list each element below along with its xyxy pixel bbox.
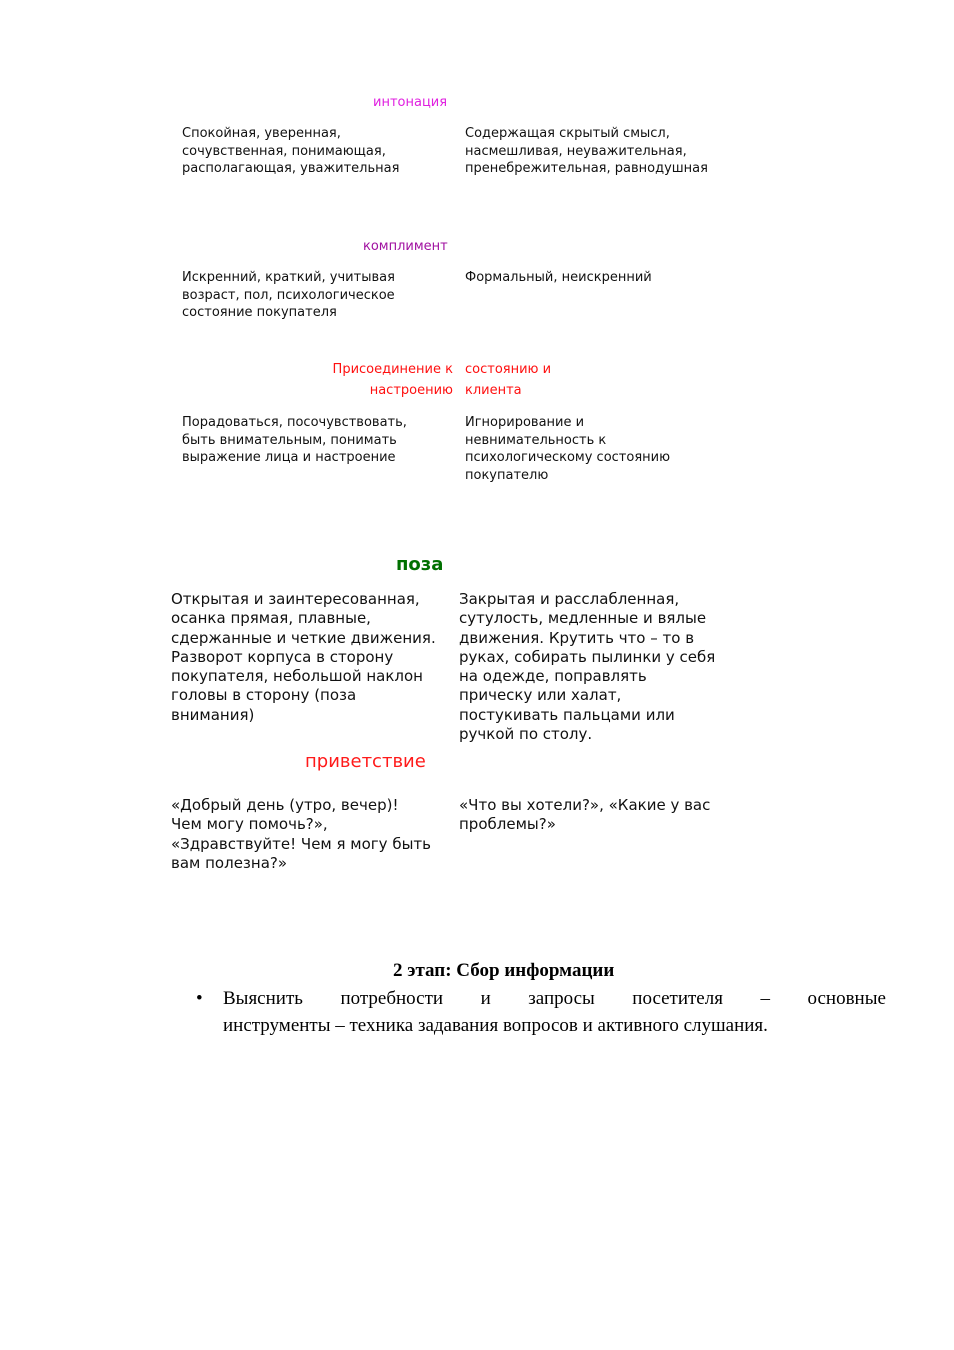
intonation-positive-text: Спокойная, уверенная, сочувственная, пон… [182, 126, 400, 176]
greeting-positive-text: «Добрый день (утро, вечер)! Чем могу пом… [171, 796, 431, 872]
bullet-marker: • [196, 988, 203, 1009]
pose-title: поза [396, 554, 444, 575]
intonation-title: интонация [373, 95, 448, 110]
word: потребности [340, 988, 444, 1009]
compliment-negative-text: Формальный, неискренний [465, 270, 652, 285]
attach-negative-text: Игнорирование и невнимательность к психо… [465, 415, 671, 483]
stage-bullet-line-2: инструменты – техника задавания вопросов… [223, 1015, 768, 1036]
word: посетителя [632, 988, 723, 1009]
attach-title-left-2: настроению [369, 383, 453, 398]
attach-positive-text: Порадоваться, посочувствовать, быть вним… [182, 415, 407, 465]
greeting-title: приветствие [305, 751, 426, 772]
pose-positive-text: Открытая и заинтересованная, осанка прям… [171, 590, 436, 724]
intonation-negative-text: Содержащая скрытый смысл, насмешливая, н… [465, 126, 708, 176]
stage-heading: 2 этап: Сбор информации [393, 960, 615, 981]
pose-negative-text: Закрытая и расслабленная, сутулость, мед… [459, 590, 716, 744]
word: – [760, 988, 770, 1009]
compliment-positive-text: Искренний, краткий, учитывая возраст, по… [182, 270, 395, 320]
attach-title-right-1: состоянию и [465, 362, 552, 377]
word: и [480, 988, 491, 1009]
attach-title-right-2: клиента [465, 383, 522, 398]
word: Выяснить [223, 988, 303, 1009]
word: основные [807, 988, 886, 1009]
attach-title-left-1: Присоединение к [332, 362, 453, 377]
compliment-title: комплимент [363, 239, 448, 254]
greeting-negative-text: «Что вы хотели?», «Какие у вас проблемы?… [459, 796, 711, 834]
stage-bullet-line-1: Выяснить потребности и запросы посетител… [223, 986, 886, 1012]
word: запросы [528, 988, 595, 1009]
